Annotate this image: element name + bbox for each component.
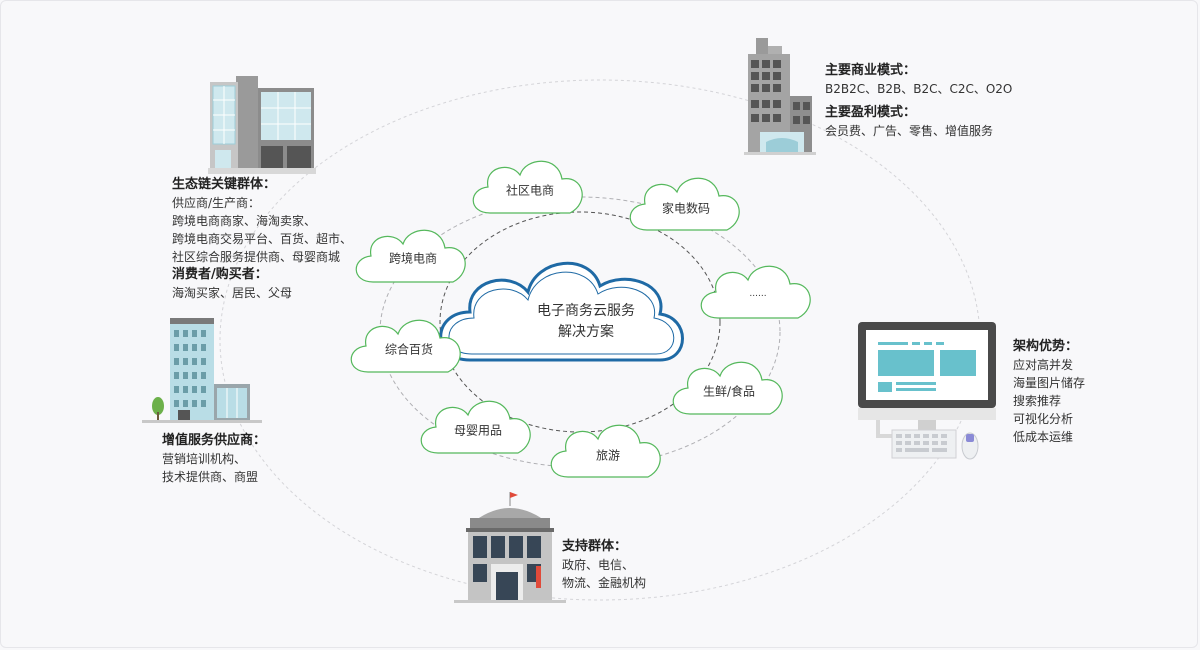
cloud-label-shengxian: 生鲜/食品 — [702, 384, 756, 399]
consumer-line: 海淘买家、居民、父母 — [172, 286, 293, 300]
architecture-heading: 架构优势： — [1013, 339, 1079, 354]
center-cloud-inner — [448, 271, 675, 355]
cloud-label-lvyou: 旅游 — [595, 448, 621, 463]
architecture-line-2: 海量图片储存 — [1013, 376, 1086, 390]
apartment-building-icon — [142, 318, 262, 423]
support-line-2: 物流、金融机构 — [562, 576, 647, 590]
profit-model-heading: 主要盈利模式： — [825, 105, 917, 120]
architecture-line-1: 应对高并发 — [1013, 358, 1074, 372]
business-model-line: B2B2C、B2B、B2C、C2C、O2O — [825, 82, 1013, 96]
supplier-line-3: 社区综合服务提供商、母婴商城 — [172, 250, 341, 264]
architecture-line-4: 可视化分析 — [1013, 412, 1074, 426]
support-line-1: 政府、电信、 — [562, 558, 635, 572]
ecosystem-block: 生态链关键群体： 供应商/生产商： 跨境电商商家、海淘卖家、 跨境电商交易平台、… — [172, 176, 352, 302]
value-added-heading: 增值服务供应商： — [162, 433, 267, 448]
business-model-heading: 主要商业模式： — [825, 63, 917, 78]
cloud-label-kuajing: 跨境电商 — [388, 251, 438, 266]
tower-building-icon — [744, 38, 816, 155]
value-added-block: 增值服务供应商： 营销培训机构、 技术提供商、商盟 — [162, 432, 266, 486]
value-added-line-1: 营销培训机构、 — [162, 452, 247, 466]
consumer-heading: 消费者/购买者： — [172, 267, 268, 282]
cloud-label-muying: 母婴用品 — [453, 423, 503, 438]
center-title-line2: 解决方案 — [558, 324, 614, 340]
support-block: 支持群体： 政府、电信、 物流、金融机构 — [562, 538, 646, 592]
cloud-label-more: ...... — [749, 289, 767, 299]
value-added-line-2: 技术提供商、商盟 — [162, 470, 259, 484]
cloud-label-zonghe: 综合百货 — [384, 342, 434, 357]
architecture-line-5: 低成本运维 — [1013, 430, 1074, 444]
supplier-line-2: 跨境电商交易平台、百货、超市、 — [172, 232, 353, 246]
computer-icon — [858, 322, 996, 460]
center-title-line1: 电子商务云服务 — [537, 303, 635, 319]
architecture-block: 架构优势： 应对高并发 海量图片储存 搜索推荐 可视化分析 低成本运维 — [1013, 338, 1085, 446]
middle-ring — [379, 196, 781, 468]
profit-model-line: 会员费、广告、零售、增值服务 — [825, 124, 994, 138]
supplier-line-1: 跨境电商商家、海淘卖家、 — [172, 214, 317, 228]
architecture-line-3: 搜索推荐 — [1013, 394, 1062, 408]
office-building-icon — [208, 76, 316, 174]
business-block: 主要商业模式： B2B2C、B2B、B2C、C2C、O2O 主要盈利模式： 会员… — [825, 62, 1012, 140]
ecosystem-heading: 生态链关键群体： — [172, 177, 277, 192]
cloud-label-jiadian: 家电数码 — [661, 201, 711, 216]
center-title: 电子商务云服务 解决方案 — [537, 301, 635, 343]
government-building-icon — [454, 492, 566, 603]
supplier-label: 供应商/生产商： — [172, 196, 261, 210]
support-heading: 支持群体： — [562, 539, 628, 554]
cloud-label-shequ: 社区电商 — [505, 183, 555, 198]
